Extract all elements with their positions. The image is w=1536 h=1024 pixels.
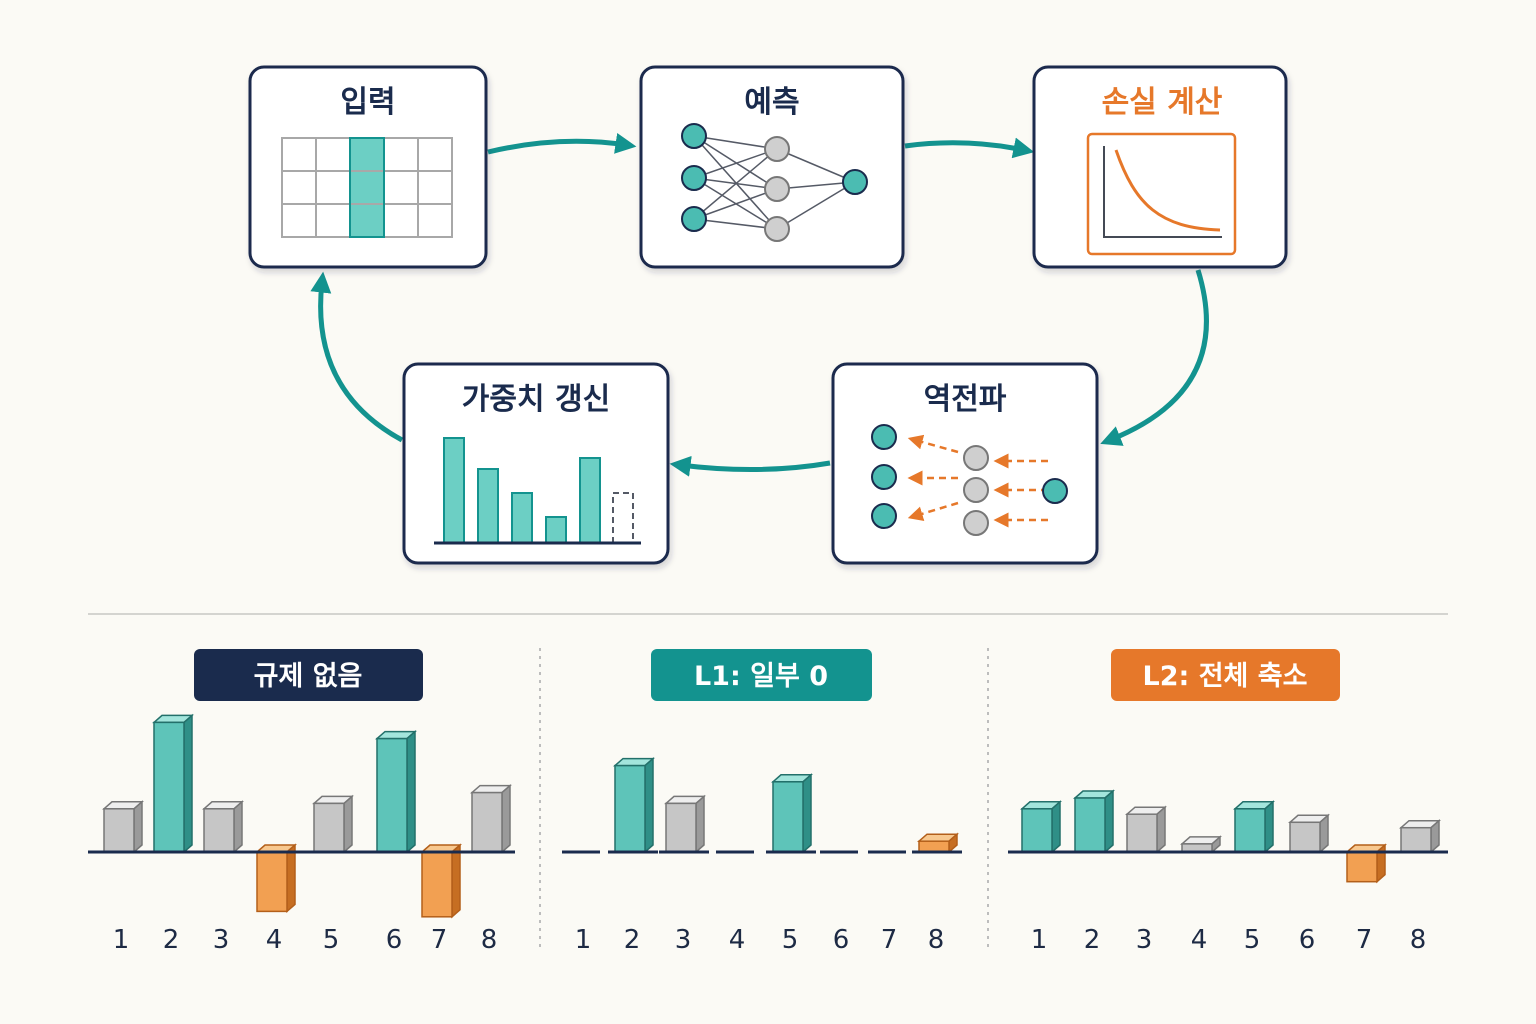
tick-label-4: 4	[1191, 925, 1208, 955]
step-update: 가중치 갱신	[402, 362, 670, 565]
bar-7	[1345, 843, 1387, 884]
bar-8	[470, 783, 512, 854]
tick-label-4: 4	[266, 925, 283, 955]
tick-label-2: 2	[1084, 925, 1101, 955]
backpropagation-icon	[871, 424, 1068, 536]
tick-label-1: 1	[113, 925, 130, 955]
tick-label-6: 6	[833, 925, 850, 955]
tick-label-8: 8	[928, 925, 945, 955]
tick-label-3: 3	[213, 925, 230, 955]
tick-label-5: 5	[1244, 925, 1261, 955]
cycle-arrows	[310, 133, 1209, 477]
arrow-predict-to-loss	[904, 137, 1035, 159]
panel-l2-badge: L2: 전체 축소	[1111, 649, 1340, 701]
tick-label-2: 2	[163, 925, 180, 955]
step-loss: 손실 계산	[1032, 65, 1288, 269]
bar-4	[255, 843, 297, 914]
bar-1	[1020, 800, 1062, 854]
tick-label-6: 6	[386, 925, 403, 955]
panel-no-regularization-badge: 규제 없음	[194, 649, 423, 701]
bar-6	[1288, 813, 1330, 854]
bar-2	[613, 756, 655, 854]
bar-2	[152, 713, 194, 854]
arrow-backprop-to-update	[669, 455, 831, 477]
panel-l1-label: L1: 일부 0	[694, 661, 828, 692]
tick-label-3: 3	[1136, 925, 1153, 955]
bar-3	[202, 800, 244, 854]
arrow-update-to-input	[310, 271, 404, 443]
step-input-title: 입력	[340, 85, 395, 120]
bar-update-icon	[434, 437, 641, 545]
step-predict: 예측	[639, 65, 905, 269]
tick-label-2: 2	[624, 925, 641, 955]
tick-label-4: 4	[729, 925, 746, 955]
step-input: 입력	[248, 65, 488, 269]
panel-l1-badge: L1: 일부 0	[651, 649, 872, 701]
step-predict-title: 예측	[744, 85, 799, 120]
panel-l2-label: L2: 전체 축소	[1143, 661, 1308, 692]
bar-8	[917, 832, 959, 854]
tick-label-1: 1	[1031, 925, 1048, 955]
tick-label-8: 8	[481, 925, 498, 955]
bar-3	[1125, 805, 1167, 854]
chart-l2: 1 2 3 4 5 6 7 8	[1008, 789, 1448, 955]
bar-5	[771, 773, 813, 854]
bar-3	[664, 794, 706, 854]
neural-network-icon	[681, 123, 868, 242]
tick-label-7: 7	[881, 925, 898, 955]
tick-label-3: 3	[675, 925, 692, 955]
panel-no-regularization-label: 규제 없음	[254, 661, 363, 692]
tick-label-7: 7	[431, 925, 448, 955]
bar-4	[1180, 835, 1222, 854]
arrow-input-to-predict	[487, 133, 637, 155]
bar-2	[1073, 789, 1115, 854]
loss-curve-icon	[1086, 132, 1237, 256]
bar-6	[375, 729, 417, 854]
step-loss-title: 손실 계산	[1102, 85, 1223, 120]
tick-label-1: 1	[575, 925, 592, 955]
tick-label-5: 5	[782, 925, 799, 955]
bar-5	[1233, 800, 1275, 854]
tick-label-7: 7	[1356, 925, 1373, 955]
bar-5	[312, 794, 354, 854]
bar-7	[420, 843, 462, 919]
arrow-loss-to-backprop	[1100, 269, 1209, 446]
step-update-title: 가중치 갱신	[462, 382, 610, 417]
data-grid-icon	[281, 137, 453, 238]
tick-label-5: 5	[323, 925, 340, 955]
step-backprop-title: 역전파	[924, 382, 1007, 417]
bar-8	[1399, 819, 1441, 854]
tick-label-6: 6	[1299, 925, 1316, 955]
tick-label-8: 8	[1410, 925, 1427, 955]
step-backprop: 역전파	[831, 362, 1099, 565]
bar-1	[102, 800, 144, 854]
